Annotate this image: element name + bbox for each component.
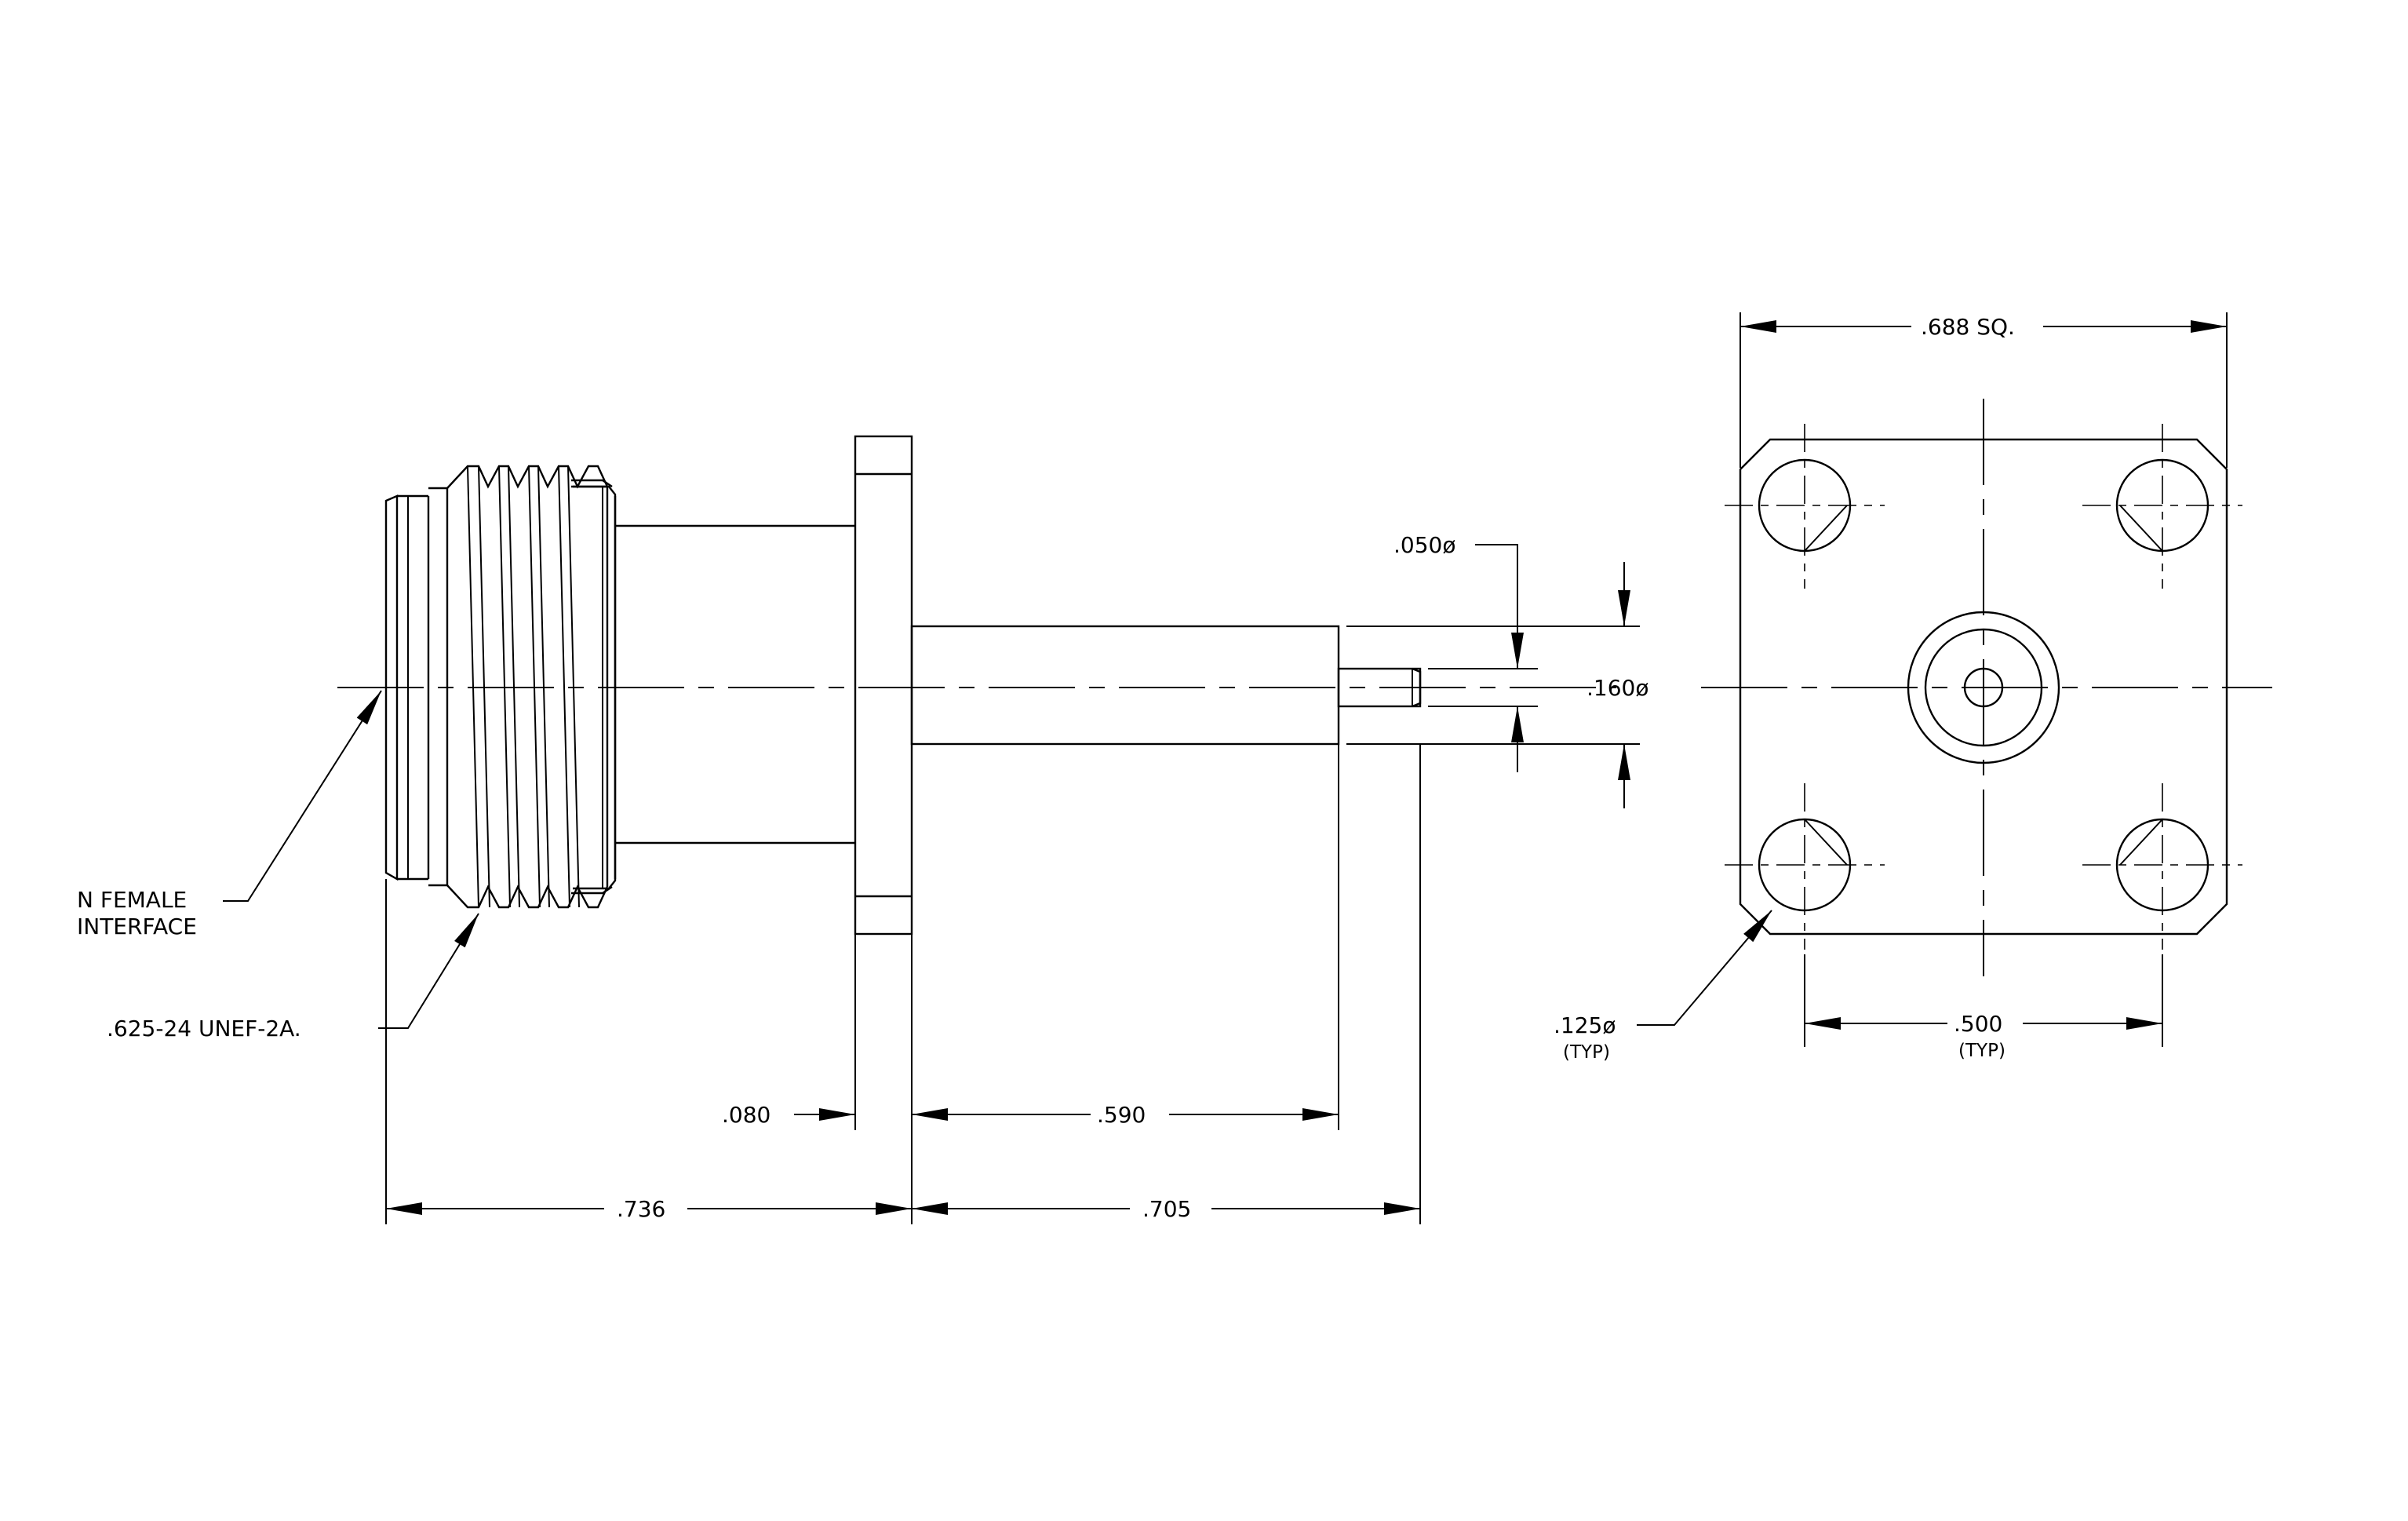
dim-705-label: .705	[1142, 1196, 1191, 1222]
collar	[573, 485, 617, 890]
dim-736-label: .736	[617, 1196, 665, 1222]
dim-160-label: .160ø	[1587, 675, 1648, 701]
dim-160: .160ø	[1587, 562, 1648, 808]
interface-front-ring	[384, 494, 430, 881]
contact-pin	[1337, 667, 1422, 708]
barrel	[615, 524, 855, 844]
side-view: .160ø .050ø .080 .590 .736	[77, 435, 1648, 1224]
front-view: .688 SQ. .500 (TYP) .125ø (TYP)	[1554, 312, 2272, 1063]
dim-050-label: .050ø	[1393, 532, 1455, 558]
mount-hole-br	[2082, 783, 2242, 950]
mount-hole-tr	[2082, 424, 2242, 589]
center-contact	[1907, 611, 2060, 764]
dim-688-label: .688 SQ.	[1921, 314, 2015, 340]
dim-125-label: .125ø	[1554, 1012, 1616, 1038]
dim-688: .688 SQ.	[1740, 312, 2228, 468]
dim-050: .050ø	[1393, 532, 1524, 772]
dim-080: .080	[722, 1102, 855, 1128]
dim-125: .125ø (TYP)	[1554, 910, 1772, 1063]
extension-lines	[385, 626, 1640, 1224]
flange-outline	[1739, 438, 2228, 936]
dielectric	[910, 625, 1340, 746]
threaded-body	[428, 465, 613, 909]
flange	[854, 435, 913, 936]
interface-callout: N FEMALE INTERFACE	[77, 690, 382, 939]
dim-500: .500 (TYP)	[1804, 954, 2163, 1061]
dim-125-note: (TYP)	[1563, 1042, 1610, 1063]
dim-500-label: .500	[1954, 1011, 2002, 1037]
dim-736: .736	[386, 1196, 912, 1222]
dim-080-label: .080	[722, 1102, 770, 1128]
dim-590: .590	[912, 1102, 1339, 1128]
dim-590-label: .590	[1097, 1102, 1146, 1128]
interface-callout-line2: INTERFACE	[77, 914, 197, 939]
thread-callout: .625-24 UNEF-2A.	[107, 913, 479, 1041]
thread-callout-label: .625-24 UNEF-2A.	[107, 1016, 301, 1041]
interface-callout-line1: N FEMALE	[77, 887, 187, 913]
mount-hole-tl	[1725, 424, 1885, 589]
dim-500-note: (TYP)	[1958, 1041, 2005, 1061]
mount-hole-bl	[1725, 783, 1885, 950]
dim-705: .705	[912, 1196, 1420, 1222]
